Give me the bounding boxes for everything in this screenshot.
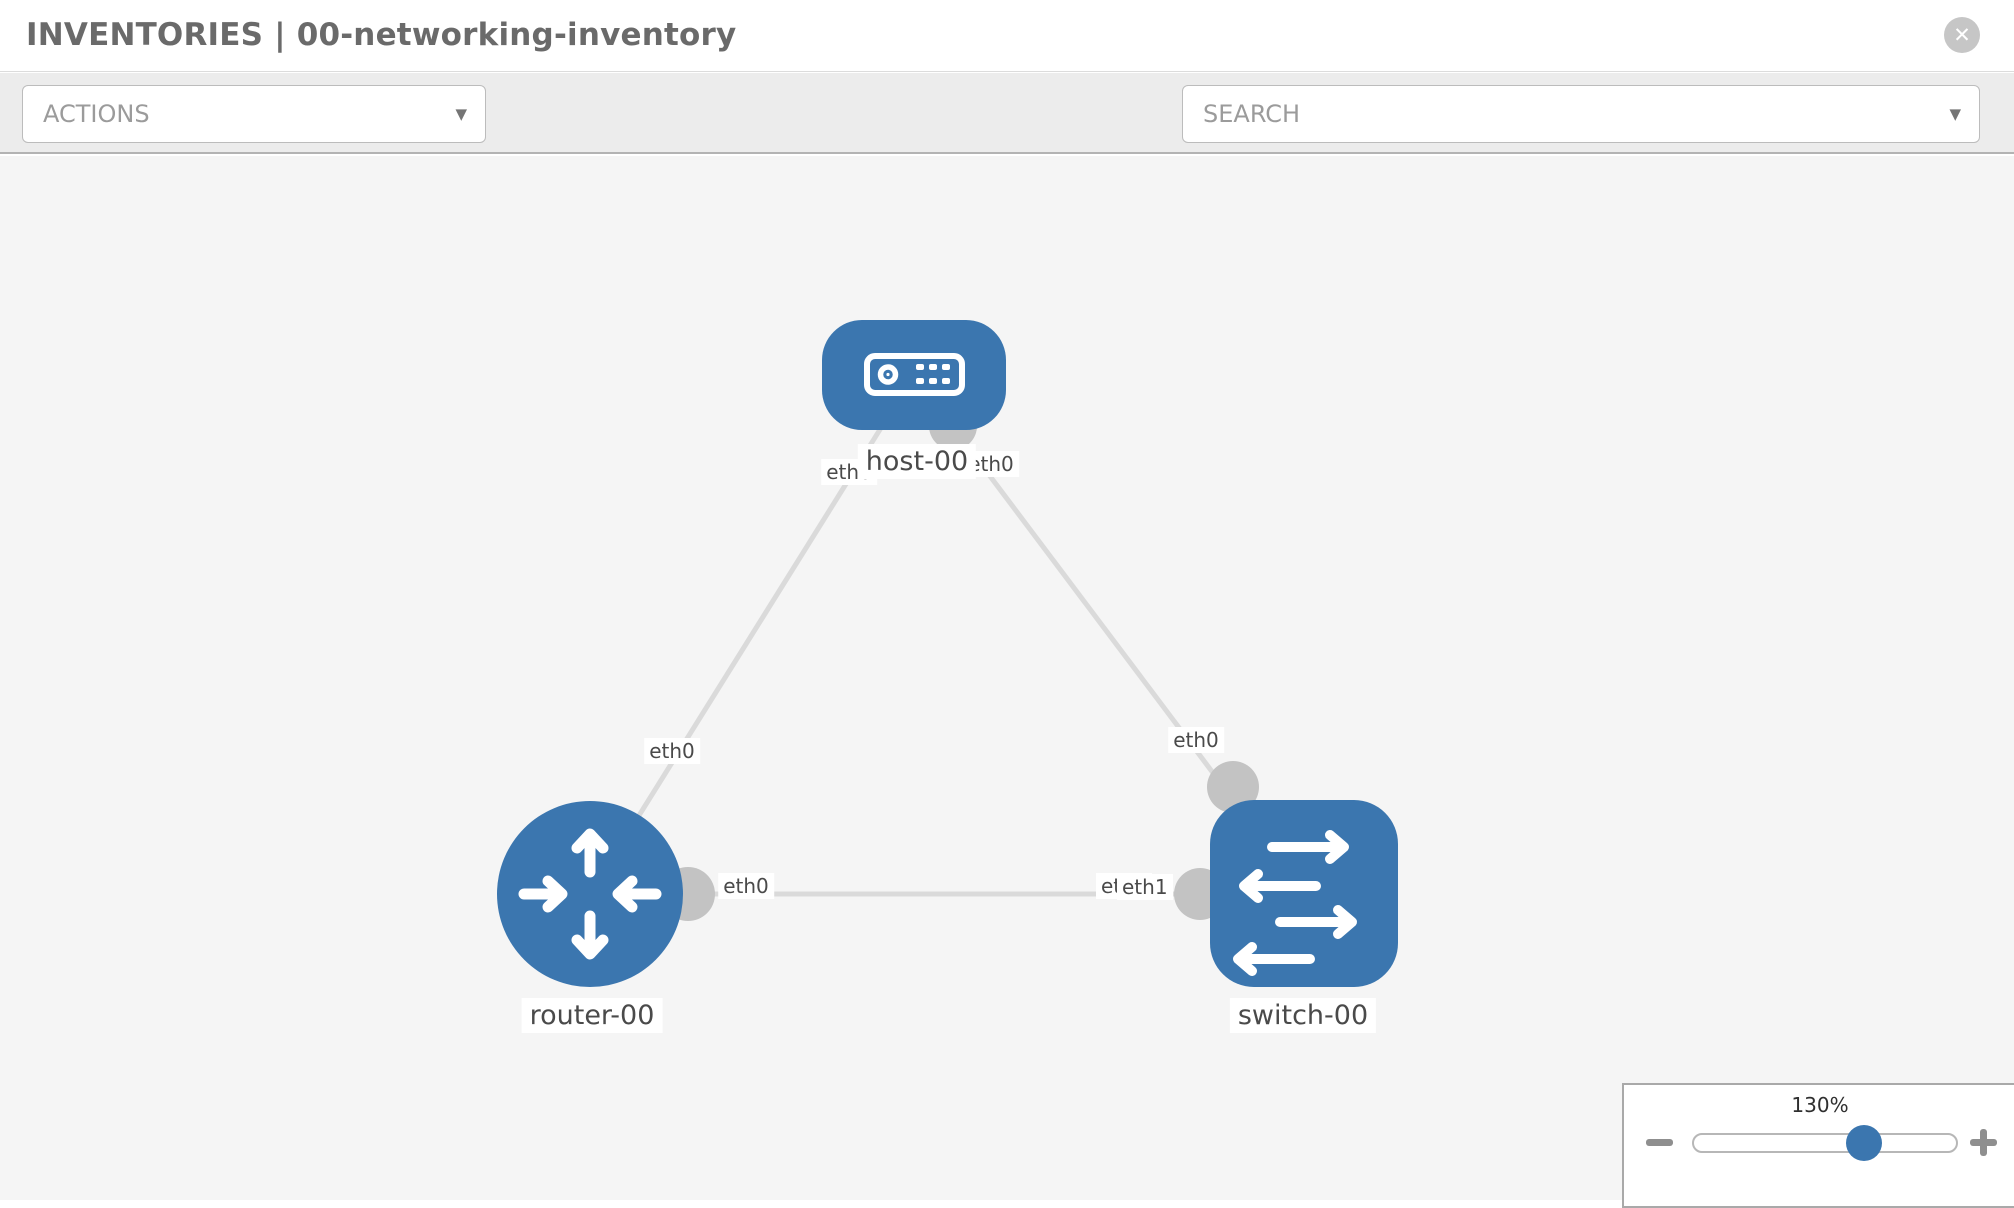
interface-label: eth1 [1117, 874, 1173, 900]
zoom-slider-handle[interactable] [1846, 1125, 1882, 1161]
topology-canvas[interactable]: eth0 eth0 eth0 eth0 eth0 eth0 eth1 host-… [0, 156, 2014, 1200]
zoom-slider-track[interactable] [1692, 1133, 1958, 1153]
switch-icon [1233, 830, 1357, 976]
panel-header: INVENTORIES | 00-networking-inventory ✕ [0, 0, 2014, 72]
zoom-out-button[interactable] [1646, 1139, 1673, 1146]
host-icon [864, 353, 965, 396]
topology-graph [497, 320, 1398, 987]
node-label-switch: switch-00 [1229, 998, 1377, 1033]
search-dropdown-label: SEARCH [1203, 100, 1301, 128]
port-connectors [661, 402, 1259, 921]
port-connector[interactable] [1207, 761, 1259, 813]
zoom-control-panel: 130% [1622, 1083, 2014, 1208]
interface-label: eth0 [644, 738, 700, 764]
page-title: INVENTORIES | 00-networking-inventory [26, 17, 737, 53]
search-dropdown[interactable]: SEARCH ▼ [1182, 85, 1980, 143]
zoom-in-button[interactable] [1970, 1129, 1997, 1156]
node-host-00[interactable] [822, 320, 1006, 430]
toolbar: ACTIONS ▼ SEARCH ▼ [0, 73, 2014, 200]
close-icon[interactable]: ✕ [1944, 17, 1980, 53]
interface-label: eth0 [1168, 727, 1224, 753]
actions-dropdown[interactable]: ACTIONS ▼ [22, 85, 486, 143]
chevron-down-icon: ▼ [1949, 105, 1961, 123]
node-label-router: router-00 [521, 998, 663, 1033]
zoom-level-value: 130% [1791, 1093, 1849, 1117]
chevron-down-icon: ▼ [455, 105, 467, 123]
node-router-00[interactable] [497, 801, 683, 987]
node-switch-00[interactable] [1210, 800, 1398, 987]
node-label-host: host-00 [857, 444, 977, 479]
interface-label: eth0 [718, 873, 774, 899]
actions-dropdown-label: ACTIONS [43, 100, 150, 128]
router-icon [518, 828, 662, 960]
